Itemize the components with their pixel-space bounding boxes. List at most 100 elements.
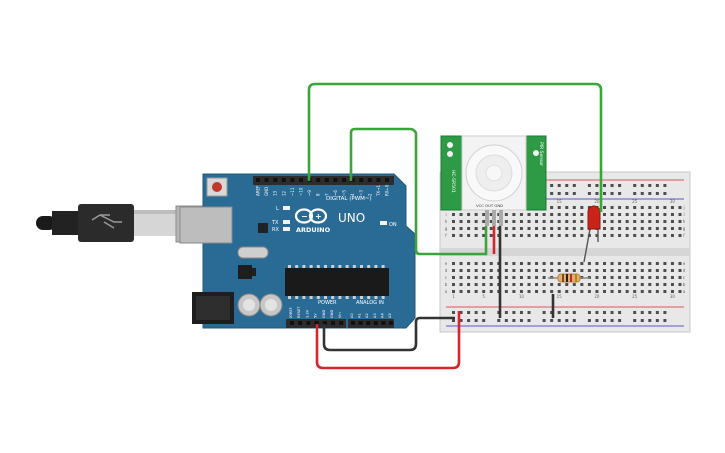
breadboard-hole[interactable]	[640, 290, 644, 293]
breadboard-hole[interactable]	[489, 227, 493, 230]
breadboard-hole[interactable]	[618, 220, 622, 223]
breadboard-hole[interactable]	[459, 213, 463, 216]
breadboard-hole[interactable]	[595, 269, 599, 272]
breadboard-hole[interactable]	[640, 269, 644, 272]
rail-hole[interactable]	[655, 192, 659, 195]
power-pin-hole[interactable]	[339, 321, 344, 325]
breadboard-hole[interactable]	[648, 283, 652, 286]
digital-pin-hole[interactable]	[376, 178, 381, 182]
rail-hole[interactable]	[565, 184, 569, 187]
breadboard-hole[interactable]	[587, 290, 591, 293]
breadboard-hole[interactable]	[572, 262, 576, 265]
rail-hole[interactable]	[640, 184, 644, 187]
breadboard-hole[interactable]	[459, 262, 463, 265]
breadboard-hole[interactable]	[678, 213, 682, 216]
breadboard-hole[interactable]	[580, 283, 584, 286]
rail-hole[interactable]	[655, 184, 659, 187]
breadboard-hole[interactable]	[550, 269, 554, 272]
breadboard-hole[interactable]	[474, 213, 478, 216]
breadboard-hole[interactable]	[640, 283, 644, 286]
digital-header[interactable]	[253, 176, 394, 185]
breadboard-hole[interactable]	[610, 269, 614, 272]
breadboard-hole[interactable]	[527, 290, 531, 293]
breadboard-hole[interactable]	[482, 213, 486, 216]
breadboard-hole[interactable]	[467, 290, 471, 293]
breadboard-hole[interactable]	[678, 220, 682, 223]
rail-hole[interactable]	[587, 319, 591, 322]
breadboard-hole[interactable]	[557, 269, 561, 272]
breadboard-hole[interactable]	[452, 276, 455, 279]
rail-hole[interactable]	[557, 184, 561, 187]
rail-hole[interactable]	[603, 311, 606, 314]
breadboard-hole[interactable]	[618, 262, 622, 265]
breadboard-hole[interactable]	[542, 283, 546, 286]
rail-hole[interactable]	[587, 311, 591, 314]
rail-hole[interactable]	[565, 311, 569, 314]
breadboard-hole[interactable]	[497, 220, 501, 223]
breadboard-hole[interactable]	[655, 227, 659, 230]
breadboard-hole[interactable]	[618, 213, 622, 216]
power-pin-hole[interactable]	[331, 321, 335, 325]
breadboard-hole[interactable]	[580, 269, 584, 272]
breadboard-hole[interactable]	[587, 269, 591, 272]
breadboard-hole[interactable]	[640, 262, 644, 265]
breadboard-hole[interactable]	[459, 220, 463, 223]
breadboard-hole[interactable]	[670, 206, 674, 209]
breadboard-hole[interactable]	[610, 290, 614, 293]
breadboard-hole[interactable]	[535, 276, 539, 279]
rail-hole[interactable]	[595, 184, 599, 187]
breadboard-hole[interactable]	[519, 262, 523, 265]
breadboard-hole[interactable]	[452, 227, 455, 230]
analog-pin-hole[interactable]	[358, 321, 363, 325]
breadboard-hole[interactable]	[655, 206, 659, 209]
breadboard-hole[interactable]	[678, 227, 682, 230]
breadboard-hole[interactable]	[655, 283, 659, 286]
analog-pin-hole[interactable]	[381, 321, 386, 325]
breadboard-hole[interactable]	[603, 227, 606, 230]
breadboard-hole[interactable]	[527, 234, 531, 237]
rail-hole[interactable]	[595, 319, 599, 322]
breadboard-hole[interactable]	[633, 227, 637, 230]
analog-pin-hole[interactable]	[373, 321, 378, 325]
rail-hole[interactable]	[452, 311, 455, 314]
breadboard-hole[interactable]	[633, 213, 637, 216]
breadboard-hole[interactable]	[482, 220, 486, 223]
digital-pin-hole[interactable]	[342, 178, 346, 182]
resistor[interactable]	[548, 273, 590, 283]
rail-hole[interactable]	[572, 192, 576, 195]
analog-header[interactable]	[348, 319, 394, 328]
breadboard-hole[interactable]	[565, 283, 569, 286]
breadboard-hole[interactable]	[467, 213, 471, 216]
breadboard-hole[interactable]	[663, 290, 667, 293]
rail-hole[interactable]	[618, 184, 622, 187]
rail-hole[interactable]	[663, 192, 667, 195]
rail-hole[interactable]	[648, 192, 652, 195]
rail-hole[interactable]	[512, 311, 516, 314]
breadboard-hole[interactable]	[603, 276, 606, 279]
rail-hole[interactable]	[587, 184, 591, 187]
breadboard-hole[interactable]	[542, 220, 546, 223]
breadboard-hole[interactable]	[467, 234, 471, 237]
breadboard-hole[interactable]	[663, 227, 667, 230]
breadboard-hole[interactable]	[482, 283, 486, 286]
rail-hole[interactable]	[519, 311, 523, 314]
arduino-board[interactable]: L TX RX ON − + ARDUINO UNO DIGITAL (PWM~…	[179, 173, 416, 329]
breadboard-hole[interactable]	[504, 220, 508, 223]
pir-pin-vcc[interactable]	[485, 210, 489, 226]
rail-hole[interactable]	[474, 311, 478, 314]
breadboard-hole[interactable]	[527, 213, 531, 216]
breadboard-hole[interactable]	[603, 206, 606, 209]
breadboard-hole[interactable]	[648, 220, 652, 223]
rail-hole[interactable]	[565, 192, 569, 195]
breadboard-hole[interactable]	[648, 262, 652, 265]
breadboard-hole[interactable]	[618, 283, 622, 286]
rail-hole[interactable]	[504, 311, 508, 314]
breadboard-hole[interactable]	[565, 262, 569, 265]
breadboard-hole[interactable]	[565, 269, 569, 272]
analog-pin-hole[interactable]	[389, 321, 393, 325]
breadboard-hole[interactable]	[550, 283, 554, 286]
breadboard-hole[interactable]	[512, 276, 516, 279]
breadboard-hole[interactable]	[580, 227, 584, 230]
breadboard-hole[interactable]	[504, 290, 508, 293]
rail-hole[interactable]	[565, 319, 569, 322]
